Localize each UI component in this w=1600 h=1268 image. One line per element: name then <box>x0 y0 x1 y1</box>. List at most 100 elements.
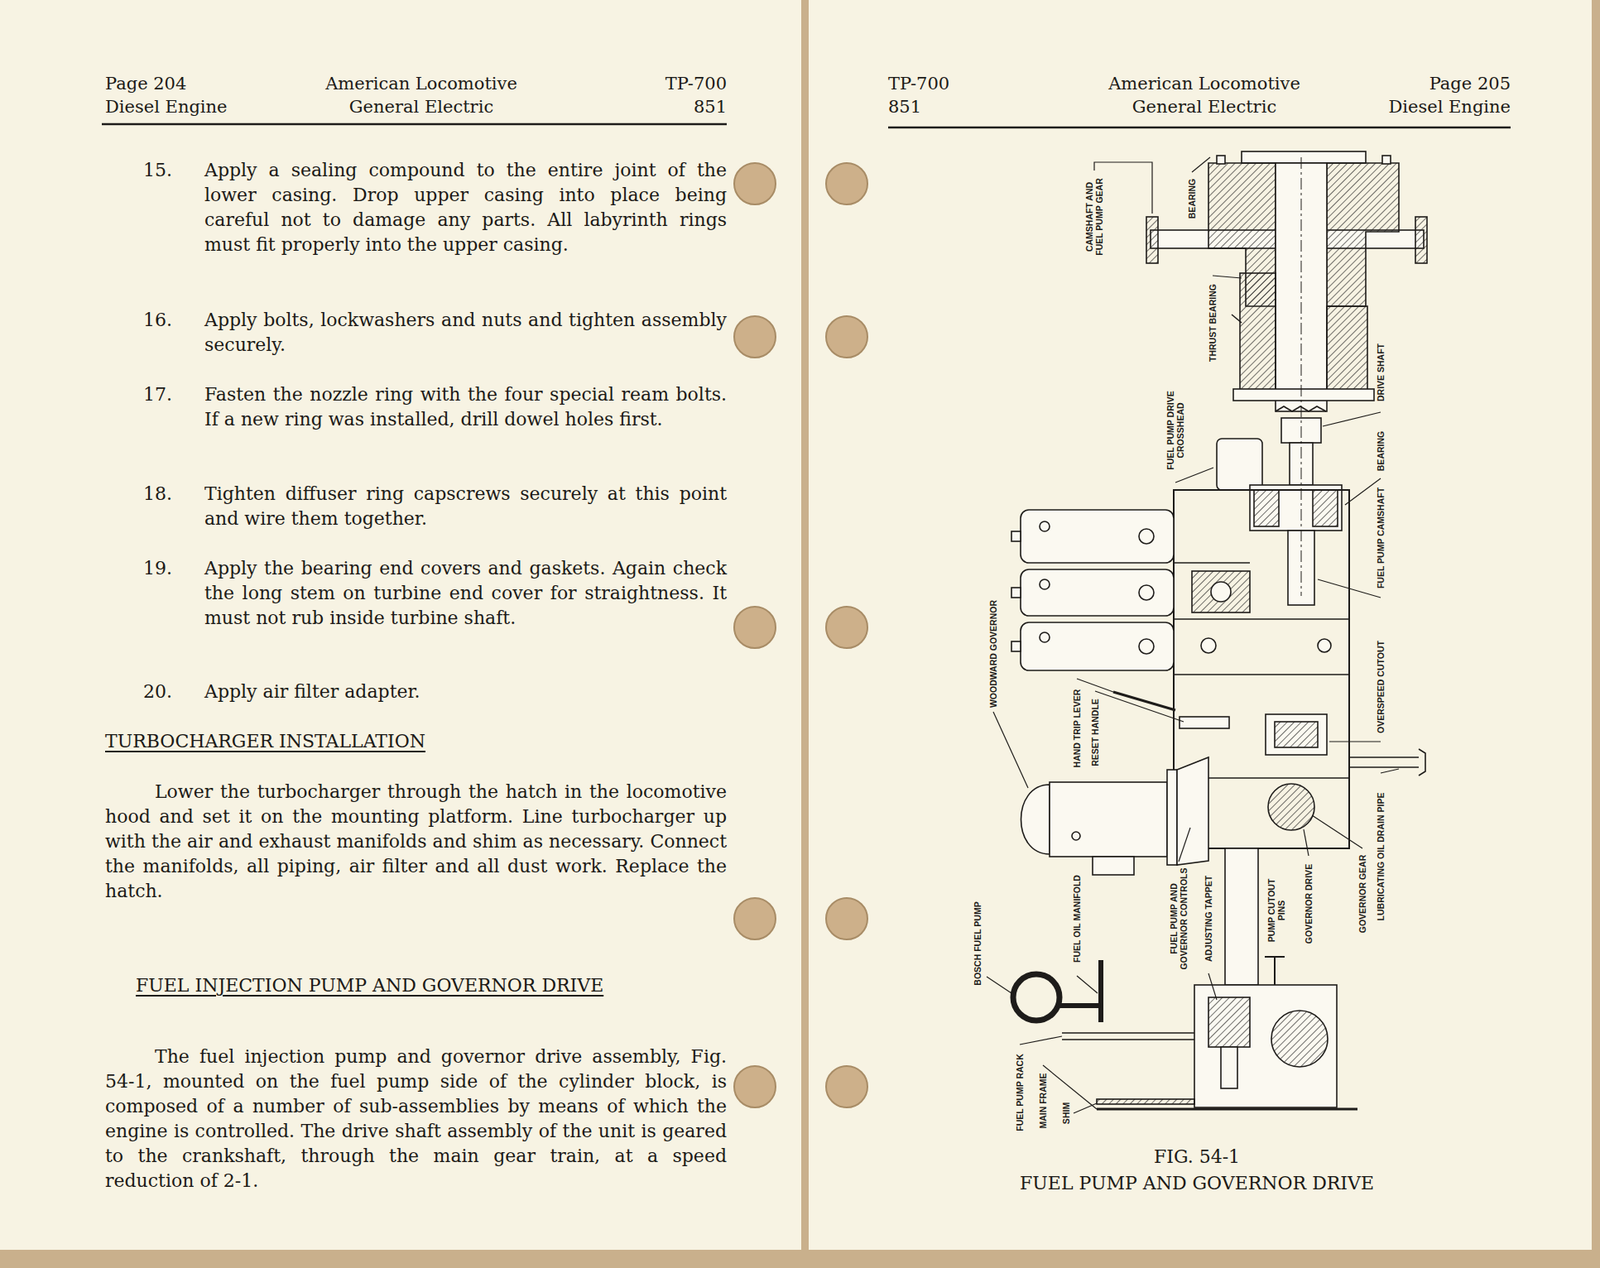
running-header: Diesel Engine <box>1388 96 1511 118</box>
running-header: Page 205 <box>1429 72 1511 95</box>
document-page: Page 204American LocomotiveTP-700Diesel … <box>0 0 802 1250</box>
punch-holes <box>734 163 868 1108</box>
part-label: BEARING <box>1375 431 1386 471</box>
bearing-flange <box>1233 389 1375 401</box>
step-number: 19. <box>143 556 173 582</box>
grease-fitting <box>1231 314 1242 323</box>
hand-trip-lever <box>1113 691 1176 711</box>
gear-hub <box>1326 163 1399 307</box>
leader-line <box>993 711 1029 788</box>
crosshead-cylinder <box>1020 569 1174 616</box>
bolt <box>1138 528 1154 544</box>
step-text: Tighten diffuser ring capscrews securely… <box>204 481 727 532</box>
bearing <box>1312 490 1338 527</box>
bearing <box>1254 490 1279 527</box>
step-text: Apply the bearing end covers and gaskets… <box>204 556 727 631</box>
thrust-bearing <box>1326 306 1368 398</box>
leader-line <box>1380 768 1399 774</box>
bolt <box>1039 521 1050 532</box>
figure-number: FIG. 54-1 <box>1153 1145 1240 1169</box>
drawing <box>1011 151 1428 1110</box>
leader-line <box>1095 691 1184 722</box>
header-rule <box>888 126 1511 130</box>
running-header: 851 <box>693 96 727 118</box>
pump-barrel <box>1208 997 1250 1048</box>
housing-division <box>1173 562 1250 564</box>
part-label: FUEL OIL MANIFOLD <box>1071 874 1082 963</box>
section-heading: FUEL INJECTION PUMP AND GOVERNOR DRIVE <box>135 973 604 999</box>
part-label: FUEL PUMP RACK <box>1014 1053 1025 1132</box>
part-label: MAIN FRAME <box>1037 1072 1048 1129</box>
drain-pipe <box>1349 749 1426 776</box>
fuel-oil-manifold <box>1059 960 1101 1023</box>
part-label: DRIVE SHAFT <box>1375 343 1386 402</box>
body-paragraph: Lower the turbocharger through the hatch… <box>105 779 727 904</box>
fitting <box>1011 531 1021 542</box>
break-line <box>1275 406 1327 412</box>
step-number: 20. <box>143 679 173 705</box>
fuel-pump-camshaft <box>1287 530 1315 606</box>
part-label: RESET HANDLE <box>1090 698 1101 767</box>
part-label: LUBRICATING OIL DRAIN PIPE <box>1375 792 1386 922</box>
governor-dome <box>1021 784 1051 855</box>
bolt <box>1138 585 1154 601</box>
step-number: 16. <box>143 307 173 333</box>
section-heading: TURBOCHARGER INSTALLATION <box>105 729 426 755</box>
overspeed-cutout <box>1265 714 1327 755</box>
leader-line <box>1322 412 1381 427</box>
running-header: TP-700 <box>888 72 950 95</box>
punch-hole <box>826 606 868 649</box>
leader-line <box>1073 1103 1097 1114</box>
step-text: Apply a sealing compound to the entire j… <box>204 158 727 258</box>
body-paragraph: The fuel injection pump and governor dri… <box>105 1044 727 1194</box>
screw-head <box>1071 831 1081 841</box>
part-label: BEARING <box>1186 178 1197 219</box>
part-label: SHIM <box>1061 1102 1072 1125</box>
step-text: Apply bolts, lockwashers and nuts and ti… <box>204 307 727 358</box>
header-rule <box>101 123 727 126</box>
punch-hole <box>826 898 868 940</box>
step-text: Fasten the nozzle ring with the four spe… <box>204 382 727 433</box>
leader-line <box>1076 975 1098 994</box>
main-frame <box>1096 1108 1358 1111</box>
cutout-pin <box>1264 956 1285 985</box>
fuel-pump-rack <box>1061 1033 1195 1040</box>
screw-head <box>1201 638 1216 654</box>
running-header: Page 204 <box>105 72 187 95</box>
part-label: ADJUSTING TAPPET <box>1203 875 1214 962</box>
bosch-pump-housing <box>1194 984 1337 1108</box>
running-header: American Locomotive <box>172 72 670 95</box>
punch-hole <box>826 316 868 358</box>
governor-housing <box>1177 757 1209 865</box>
coupling <box>1281 418 1322 443</box>
punch-hole <box>734 316 776 358</box>
bolt <box>1039 579 1050 590</box>
shaft-neck <box>1289 442 1313 486</box>
center-line <box>1301 157 1303 596</box>
fitting <box>1011 587 1021 598</box>
running-header: American Locomotive <box>956 72 1453 95</box>
gear-rim <box>1146 216 1158 264</box>
leader-line <box>1345 478 1381 505</box>
governor-box <box>1092 856 1134 875</box>
punch-hole <box>826 1066 868 1108</box>
housing-division <box>1208 777 1350 779</box>
step-number: 17. <box>143 382 173 408</box>
leader-line <box>986 976 1012 994</box>
running-header: Diesel Engine <box>105 96 228 118</box>
part-label: OVERSPEED CUTOUT <box>1375 640 1386 734</box>
running-header: General Electric <box>956 96 1453 118</box>
governor-flange <box>1167 769 1178 865</box>
crosshead-housing <box>1216 438 1263 491</box>
leader-line <box>1208 973 1217 1000</box>
bolt <box>1216 155 1226 164</box>
housing-division <box>1173 618 1350 620</box>
punch-hole <box>734 606 776 649</box>
part-label: FUEL PUMP AND GOVERNOR CONTROLS <box>1168 860 1189 977</box>
punch-hole <box>734 163 776 205</box>
step-number: 15. <box>143 158 173 183</box>
bearing-block <box>1249 485 1342 531</box>
fuel-line-ring <box>1013 974 1060 1021</box>
leader-line <box>1212 275 1242 279</box>
bolt <box>1382 155 1391 164</box>
